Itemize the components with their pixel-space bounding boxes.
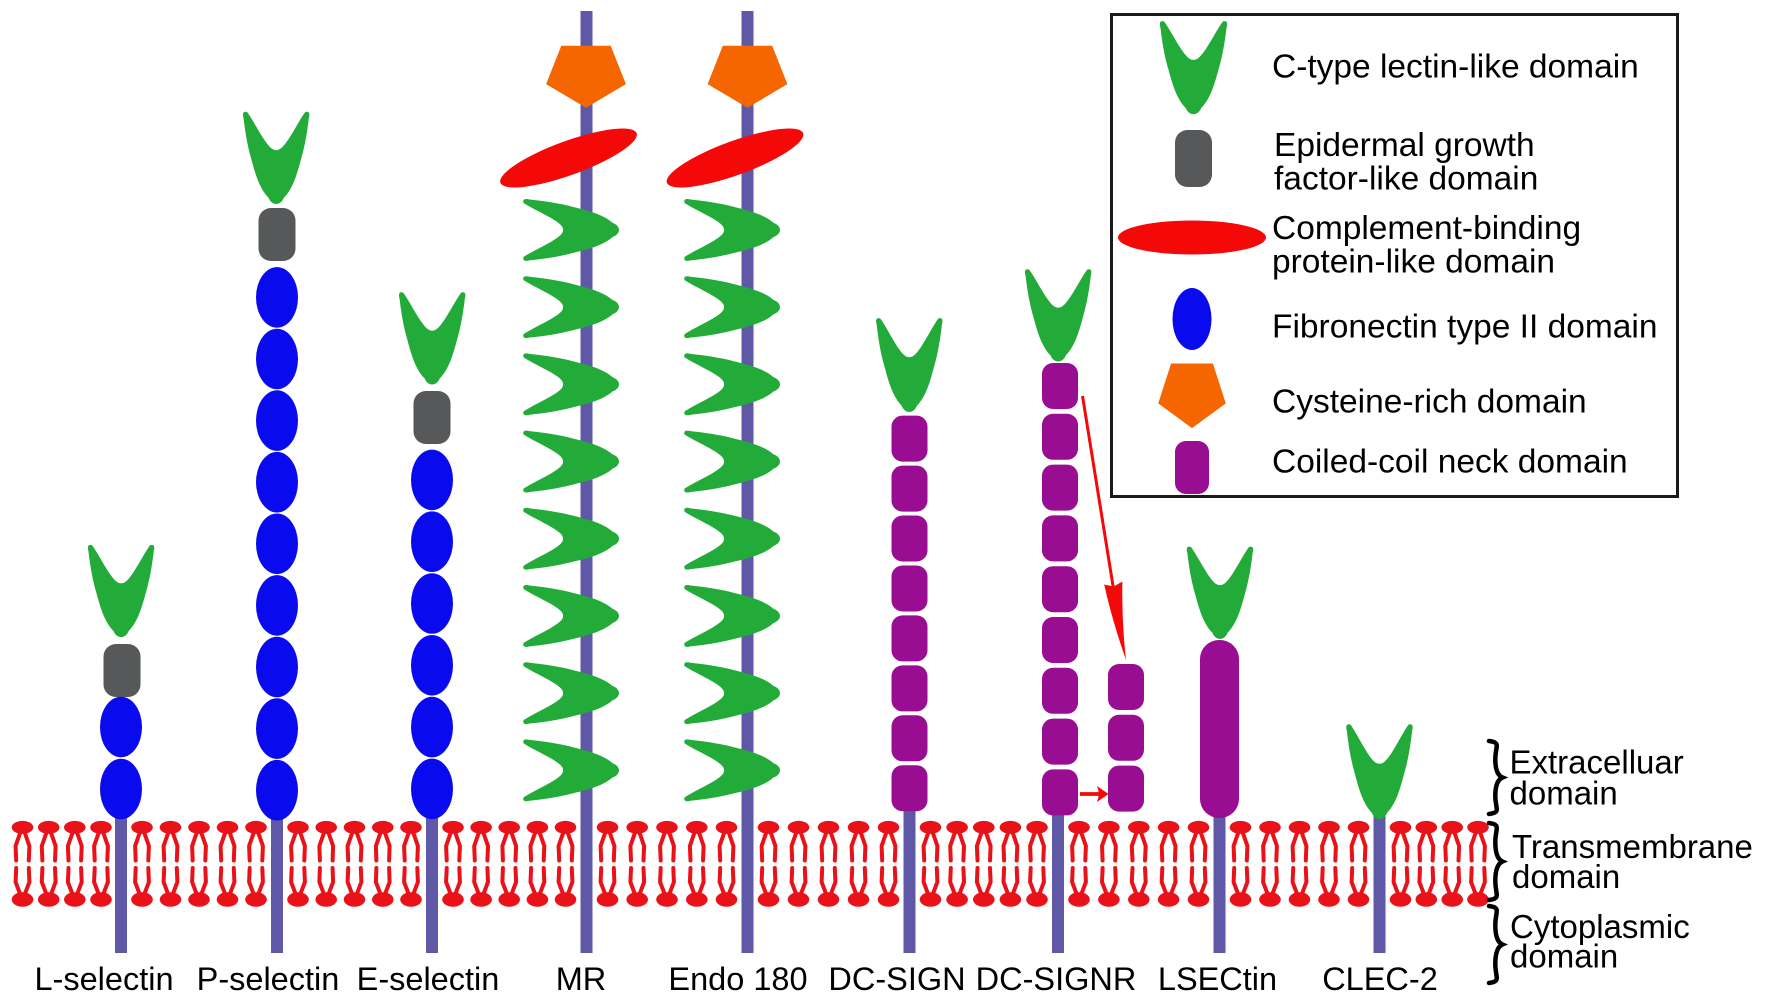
svg-text:factor-like domain: factor-like domain — [1274, 161, 1538, 198]
svg-text:Fibronectin type II domain: Fibronectin type II domain — [1272, 308, 1657, 345]
svg-text:domain: domain — [1510, 938, 1618, 975]
svg-text:DC-SIGN: DC-SIGN — [828, 961, 965, 997]
svg-text:Complement-binding: Complement-binding — [1272, 210, 1581, 247]
svg-text:Transmembrane: Transmembrane — [1512, 828, 1753, 865]
svg-text:P-selectin: P-selectin — [197, 961, 340, 997]
svg-text:C-type lectin-like domain: C-type lectin-like domain — [1272, 49, 1639, 86]
svg-text:Endo 180: Endo 180 — [668, 961, 807, 997]
svg-text:LSECtin: LSECtin — [1158, 961, 1277, 997]
svg-text:CLEC-2: CLEC-2 — [1322, 961, 1438, 997]
svg-text:MR: MR — [556, 961, 607, 997]
svg-text:Coiled-coil neck domain: Coiled-coil neck domain — [1272, 443, 1628, 480]
svg-text:Cysteine-rich domain: Cysteine-rich domain — [1272, 384, 1587, 421]
svg-text:domain: domain — [1512, 858, 1620, 895]
svg-text:Cytoplasmic: Cytoplasmic — [1510, 908, 1690, 945]
svg-text:Epidermal growth: Epidermal growth — [1274, 127, 1535, 164]
svg-text:domain: domain — [1510, 774, 1618, 811]
svg-text:DC-SIGNR: DC-SIGNR — [976, 961, 1137, 997]
svg-text:E-selectin: E-selectin — [357, 961, 500, 997]
svg-text:Extracelluar: Extracelluar — [1510, 743, 1684, 780]
svg-text:protein-like domain: protein-like domain — [1272, 244, 1555, 281]
svg-text:L-selectin: L-selectin — [34, 961, 173, 997]
